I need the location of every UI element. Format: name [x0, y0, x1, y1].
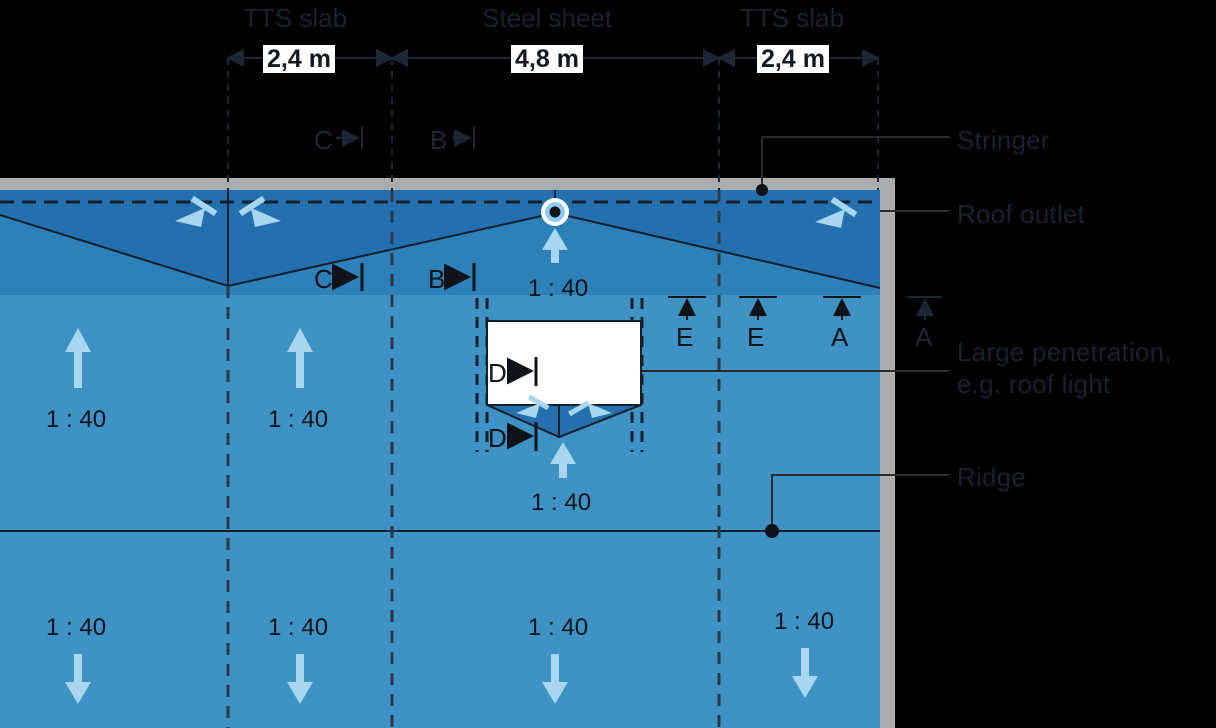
offset-marker-b-top: [452, 126, 475, 150]
side-label-roof-light: e.g. roof light: [957, 369, 1111, 399]
marker-e-2: E: [747, 322, 765, 352]
flow-arrow-up-2: [287, 328, 313, 388]
marker-b-roof: B: [428, 264, 446, 294]
uplift-tick-marks: [668, 296, 942, 320]
flow-arrow-valley-left: [175, 195, 218, 227]
flow-arrow-up-outlet: [542, 228, 568, 263]
flow-arrows: [65, 195, 858, 704]
marker-b-top: B: [430, 125, 448, 155]
flow-arrow-up-penetration: [550, 442, 576, 478]
flow-arrow-valley-far-right: [815, 196, 858, 228]
dimension-value-right: 2,4 m: [757, 45, 829, 73]
slope-label-6: 1 : 40: [268, 614, 329, 641]
slope-label-5: 1 : 40: [46, 614, 107, 641]
flow-arrow-diverter-left: [516, 394, 550, 418]
slope-label-4: 1 : 40: [531, 489, 592, 516]
leader-dot-stringer: [756, 184, 768, 196]
flow-arrow-down-3: [542, 654, 568, 704]
marker-d-upper: D: [488, 358, 507, 388]
dimension-extension-lines: [227, 58, 879, 190]
flow-arrow-down-1: [65, 654, 91, 704]
top-label-tts-left: TTS slab: [243, 3, 348, 33]
parapet-top: [0, 178, 895, 190]
flow-arrow-up-1: [65, 328, 91, 388]
bay-dashed-lines: [226, 190, 721, 728]
offset-marker-c-top: [336, 126, 363, 150]
offset-marker-d-upper: [507, 357, 538, 386]
offset-marker-c-roof: [332, 263, 364, 291]
offset-marker-d-lower: [507, 422, 538, 451]
dimension-value-center: 4,8 m: [511, 45, 583, 73]
offset-markers: [332, 126, 538, 451]
flow-arrow-down-2: [287, 654, 313, 704]
slope-label-1: 1 : 40: [46, 406, 107, 433]
slope-label-2: 1 : 40: [268, 406, 329, 433]
valley-catchment-dark: [0, 190, 880, 288]
marker-e-1: E: [676, 322, 694, 352]
marker-a-2: A: [915, 322, 933, 352]
top-label-steel-sheet: Steel sheet: [482, 3, 613, 33]
roof-outlet-icon[interactable]: [541, 198, 569, 226]
marker-c-roof: C: [314, 264, 333, 294]
leader-dot-ridge: [765, 524, 779, 538]
side-label-stringer: Stringer: [957, 125, 1050, 155]
slope-label-7: 1 : 40: [528, 614, 589, 641]
flow-arrow-diverter-right: [568, 400, 612, 418]
penetration-roof-light[interactable]: [486, 320, 642, 406]
marker-d-lower: D: [488, 423, 507, 453]
top-label-tts-right: TTS slab: [740, 3, 845, 33]
offset-marker-b-roof: [444, 263, 476, 291]
marker-a-1: A: [831, 322, 849, 352]
side-label-large-penetration: Large penetration,: [957, 337, 1172, 367]
dimension-value-left: 2,4 m: [263, 45, 335, 73]
marker-c-top: C: [314, 125, 333, 155]
side-label-roof-outlet: Roof outlet: [957, 199, 1085, 229]
slope-label-8: 1 : 40: [774, 608, 835, 635]
side-label-ridge: Ridge: [957, 462, 1026, 492]
top-dimension-chain: [226, 49, 880, 190]
flow-arrow-down-4: [792, 648, 818, 698]
leader-ridge: [771, 474, 950, 531]
slope-label-3: 1 : 40: [528, 275, 589, 302]
roof-plan-body: [0, 178, 895, 728]
parapet-right: [880, 178, 895, 728]
flow-arrow-valley-right: [238, 195, 281, 227]
valley-line: [0, 211, 881, 289]
